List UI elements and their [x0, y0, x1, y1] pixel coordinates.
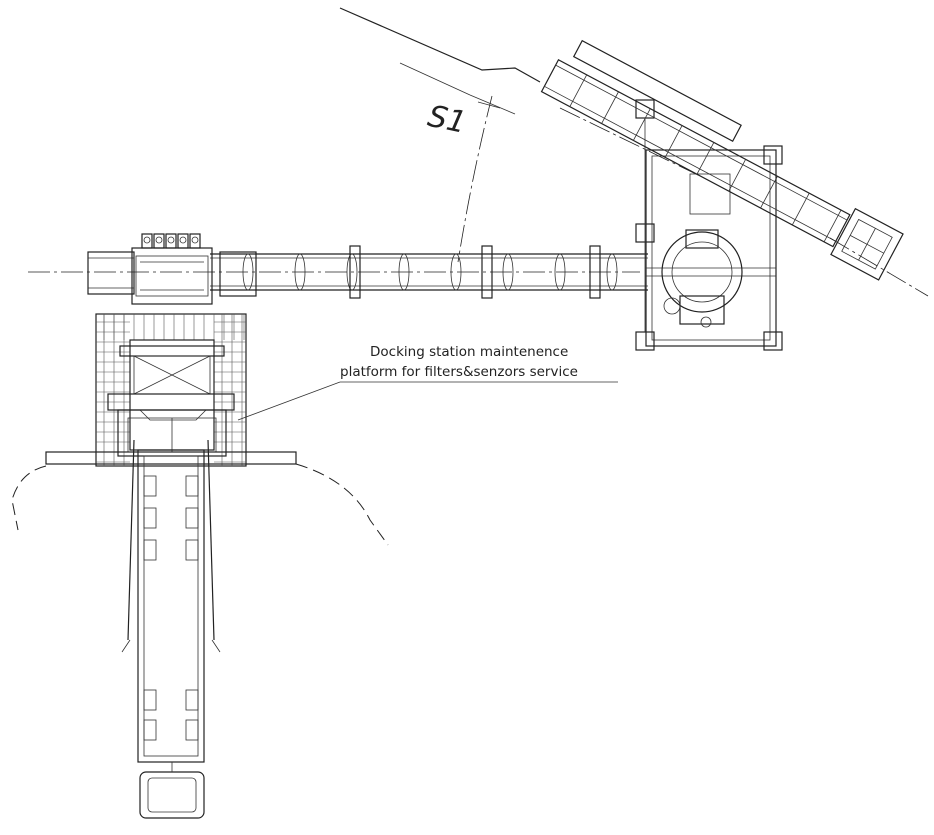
pipe-joint	[242, 253, 254, 291]
pipe-joint	[502, 253, 514, 291]
incline-segment	[791, 192, 810, 226]
incline-segment	[601, 91, 619, 124]
conveyor-panel	[185, 539, 199, 561]
conveyor-panel	[143, 507, 157, 529]
conveyor-panel	[185, 475, 199, 497]
filter-unit	[165, 233, 177, 249]
filter-unit	[153, 233, 165, 249]
pipe-joint	[398, 253, 410, 291]
callout-line-1: Docking station maintenence	[370, 344, 568, 360]
incline-segment	[728, 159, 746, 192]
incline-segment	[633, 108, 651, 141]
filter-unit	[141, 233, 153, 249]
section-arc: S1	[425, 95, 501, 263]
pipe-joint	[294, 253, 306, 291]
support-tower	[95, 313, 247, 467]
right-frame	[635, 99, 783, 351]
conveyor-panel	[143, 539, 157, 561]
conveyor-panel	[185, 507, 199, 529]
vertical-conveyor	[121, 439, 221, 819]
incline-segment	[760, 176, 778, 209]
incline-segment	[664, 125, 683, 158]
pipe-joint	[554, 253, 566, 291]
incline-segment	[823, 209, 842, 243]
filter-cap	[167, 236, 175, 244]
conveyor-panel	[185, 689, 199, 711]
inclined-axis	[829, 237, 929, 297]
conveyor-panel	[143, 689, 157, 711]
incline-segment	[696, 142, 715, 175]
pipe-joint	[606, 253, 618, 291]
terrain-dashed	[11, 463, 389, 546]
base-slab	[45, 451, 297, 465]
inclined-axis-upper	[559, 107, 701, 177]
callout-line-2: platform for filters&senzors service	[340, 364, 578, 380]
section-mark-label: S1	[425, 99, 470, 141]
incline-segment	[569, 74, 588, 107]
callout: Docking station maintenence platform for…	[237, 344, 618, 421]
pipe-joint	[346, 253, 358, 291]
terrain-line-top	[339, 7, 541, 115]
conveyor-panel	[143, 719, 157, 741]
docking-station-head	[131, 233, 213, 305]
filter-cap	[143, 236, 151, 244]
conveyor-panel	[143, 475, 157, 497]
filter-unit	[177, 233, 189, 249]
pipe-joint	[450, 253, 462, 291]
filter-cap	[191, 236, 199, 244]
filter-unit	[189, 233, 201, 249]
conveyor-panel	[185, 719, 199, 741]
inclined-conveyor	[540, 39, 904, 281]
horizontal-conveyor	[87, 245, 648, 299]
filter-cap	[179, 236, 187, 244]
filter-cap	[155, 236, 163, 244]
